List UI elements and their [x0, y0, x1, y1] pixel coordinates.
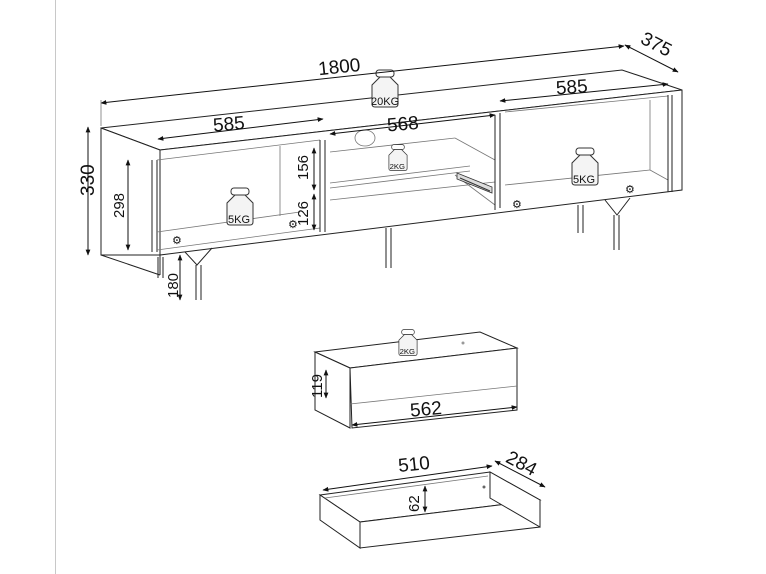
dim-drawer-front-width: 562 [409, 398, 442, 422]
weight-icon-drawer: 2KG [398, 329, 418, 356]
dim-drawer-box-depth: 284 [502, 447, 540, 481]
dim-total-height: 330 [78, 164, 99, 196]
dim-left-door-width: 585 [212, 113, 245, 137]
dim-inner-height: 298 [111, 193, 128, 218]
hinge-icon: ⚙ [172, 235, 182, 247]
dim-drawer-box-width: 510 [397, 453, 431, 477]
svg-text:2KG: 2KG [390, 162, 405, 171]
weight-icon-right: 5KG [571, 147, 599, 186]
svg-text:5KG: 5KG [573, 174, 595, 186]
legs [157, 197, 631, 300]
page-border [55, 0, 56, 574]
drawer-slide-icon [456, 172, 493, 194]
dim-leg-height: 180 [165, 273, 182, 298]
dim-right-door-width: 585 [555, 76, 588, 99]
weight-icon-top: 20KG [371, 69, 399, 108]
drawer-box [318, 471, 542, 549]
hinge-icon: ⚙ [512, 199, 522, 211]
weight-icon-left: 5KG [226, 187, 254, 226]
dim-drawer-box-height: 62 [406, 495, 423, 512]
dim-depth: 375 [637, 28, 675, 61]
svg-text:20KG: 20KG [371, 96, 399, 108]
dim-drawer-front-height: 119 [309, 374, 326, 398]
svg-text:5KG: 5KG [228, 214, 250, 226]
dim-lower-shelf: 126 [295, 201, 312, 226]
dim-upper-shelf: 156 [295, 155, 312, 180]
dim-middle-width: 568 [386, 113, 419, 137]
dim-total-width: 1800 [317, 55, 361, 80]
weight-icon-middle: 2KG [388, 144, 408, 171]
hinge-icon: ⚙ [625, 184, 635, 196]
svg-text:2KG: 2KG [400, 347, 415, 356]
hinge-icon: ⚙ [288, 219, 298, 231]
